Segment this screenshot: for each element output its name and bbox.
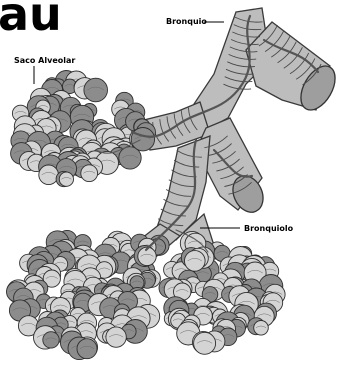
title-partial: au <box>0 0 62 41</box>
label-bronquiolo: Bronquiolo <box>244 224 294 233</box>
label-saco-alveolar: Saco Alveolar <box>14 56 75 65</box>
alveolar-sac-upper-left <box>11 71 156 187</box>
alveolar-sac-lower-right <box>159 231 285 354</box>
label-bronquio-group: Bronquio <box>166 17 224 26</box>
alveolus <box>43 332 59 348</box>
label-bronquio: Bronquio <box>166 17 207 26</box>
alveolus <box>185 251 206 272</box>
alveolar-sac-lower-left <box>7 230 170 359</box>
label-bronquiolo-group: Bronquiolo <box>200 224 294 233</box>
alveolus <box>39 165 59 185</box>
alveolus <box>254 321 269 336</box>
